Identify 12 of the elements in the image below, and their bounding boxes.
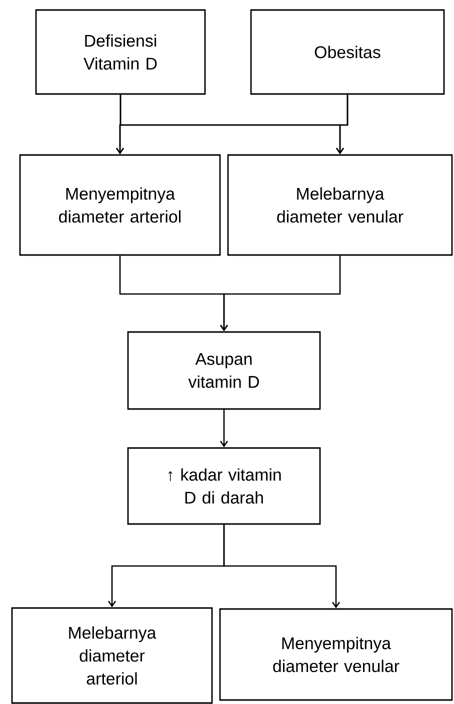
process-box: Menyempitnya diameter venular — [219, 608, 453, 701]
process-box: Defisiensi Vitamin D — [35, 9, 206, 95]
process-box: Asupan vitamin D — [127, 331, 321, 410]
arrow — [220, 256, 341, 332]
arrow — [223, 524, 340, 608]
process-box: Melebarnya diameter arteriol — [11, 607, 213, 704]
process-box: ↑ kadar vitamin D di darah — [127, 447, 321, 525]
process-box: Obesitas — [250, 9, 445, 95]
process-box: Melebarnya diameter venular — [227, 154, 453, 256]
arrow — [336, 94, 348, 154]
arrow — [220, 410, 228, 448]
process-box: Menyempitnya diameter arteriol — [19, 154, 221, 256]
